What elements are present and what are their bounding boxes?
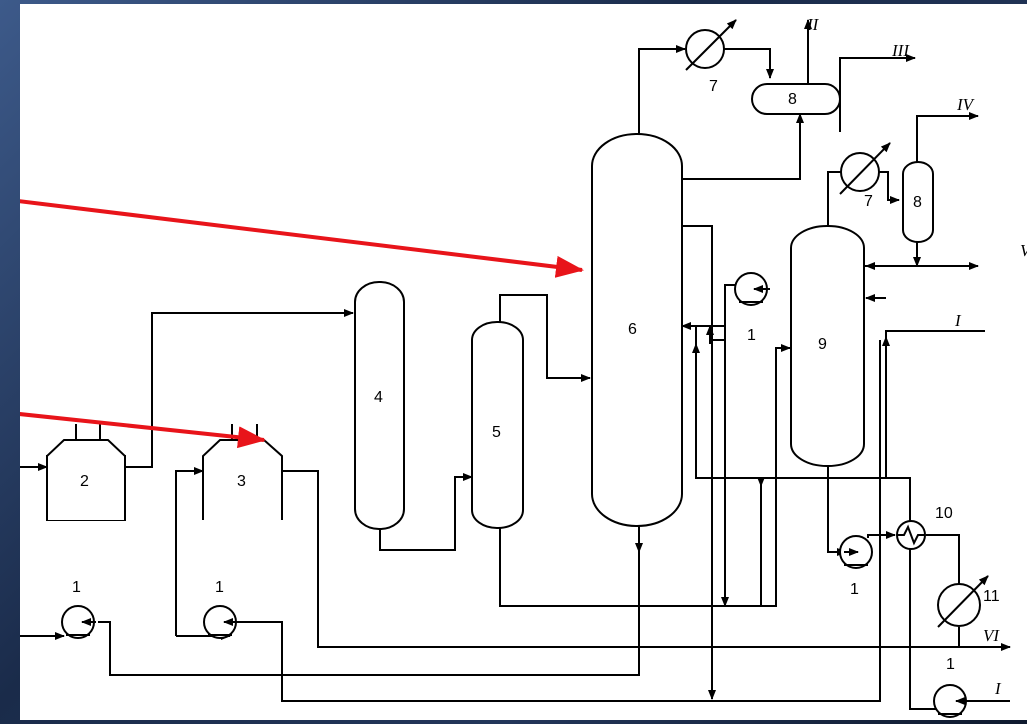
label-pump-far-right: 1	[946, 656, 955, 673]
label-tank-2: 2	[80, 473, 89, 490]
label-heat-exchanger-10: 10	[935, 505, 953, 522]
label-separator-8-top: 8	[788, 91, 797, 108]
stream-III: III	[891, 41, 910, 60]
stream-IV: IV	[956, 95, 976, 114]
label-cooler-7-right: 7	[864, 193, 873, 210]
label-column-9: 9	[818, 336, 827, 353]
stream-VI: VI	[983, 626, 1000, 645]
pump-column-9	[734, 272, 770, 306]
heat-exchanger-10	[896, 520, 926, 550]
column-5	[471, 321, 524, 529]
tank-2	[46, 424, 126, 521]
stream-V: V	[1020, 241, 1027, 260]
cooler-11	[937, 575, 989, 628]
stream-labels: II III IV V I VI I	[806, 15, 1027, 698]
cooler-7-top	[685, 19, 737, 71]
stream-I-bottom: I	[994, 679, 1002, 698]
pump-bottom-right	[839, 535, 873, 569]
pointer-arrow-column-6	[20, 199, 584, 278]
process-flow-diagram: 2 3 4 5 6 9 7 7 8 8 10 11 1 1 1 1 1 II I…	[20, 4, 1027, 720]
equipment-labels: 2 3 4 5 6 9 7 7 8 8 10 11 1 1 1 1 1	[72, 78, 1000, 673]
label-pump-bottom-left: 1	[72, 579, 81, 596]
label-cooler-7-top: 7	[709, 78, 718, 95]
cooler-7-right	[839, 142, 891, 195]
equipment	[46, 19, 1010, 718]
column-4	[354, 281, 405, 530]
column-9	[790, 225, 865, 467]
label-column-6: 6	[628, 321, 637, 338]
label-column-4: 4	[374, 389, 383, 406]
separator-8-horizontal	[751, 83, 841, 115]
label-pump-bottom-center: 1	[215, 579, 224, 596]
pump-far-right	[933, 684, 1010, 718]
label-pump-bottom-right: 1	[850, 581, 859, 598]
pointer-arrow-tank-3	[20, 412, 266, 449]
label-tank-3: 3	[237, 473, 246, 490]
stream-II: II	[806, 15, 820, 34]
label-cooler-11: 11	[983, 588, 1000, 605]
diagram-canvas: 2 3 4 5 6 9 7 7 8 8 10 11 1 1 1 1 1 II I…	[20, 15, 1027, 718]
label-column-5: 5	[492, 424, 501, 441]
pointer-arrows	[20, 199, 584, 449]
column-6	[591, 133, 683, 527]
pump-bottom-center	[203, 605, 238, 639]
label-pump-column-9: 1	[747, 327, 756, 344]
label-separator-8-right: 8	[913, 194, 922, 211]
stream-I-right: I	[954, 311, 962, 330]
separator-8-vertical	[902, 161, 934, 243]
pump-bottom-left	[61, 605, 96, 639]
